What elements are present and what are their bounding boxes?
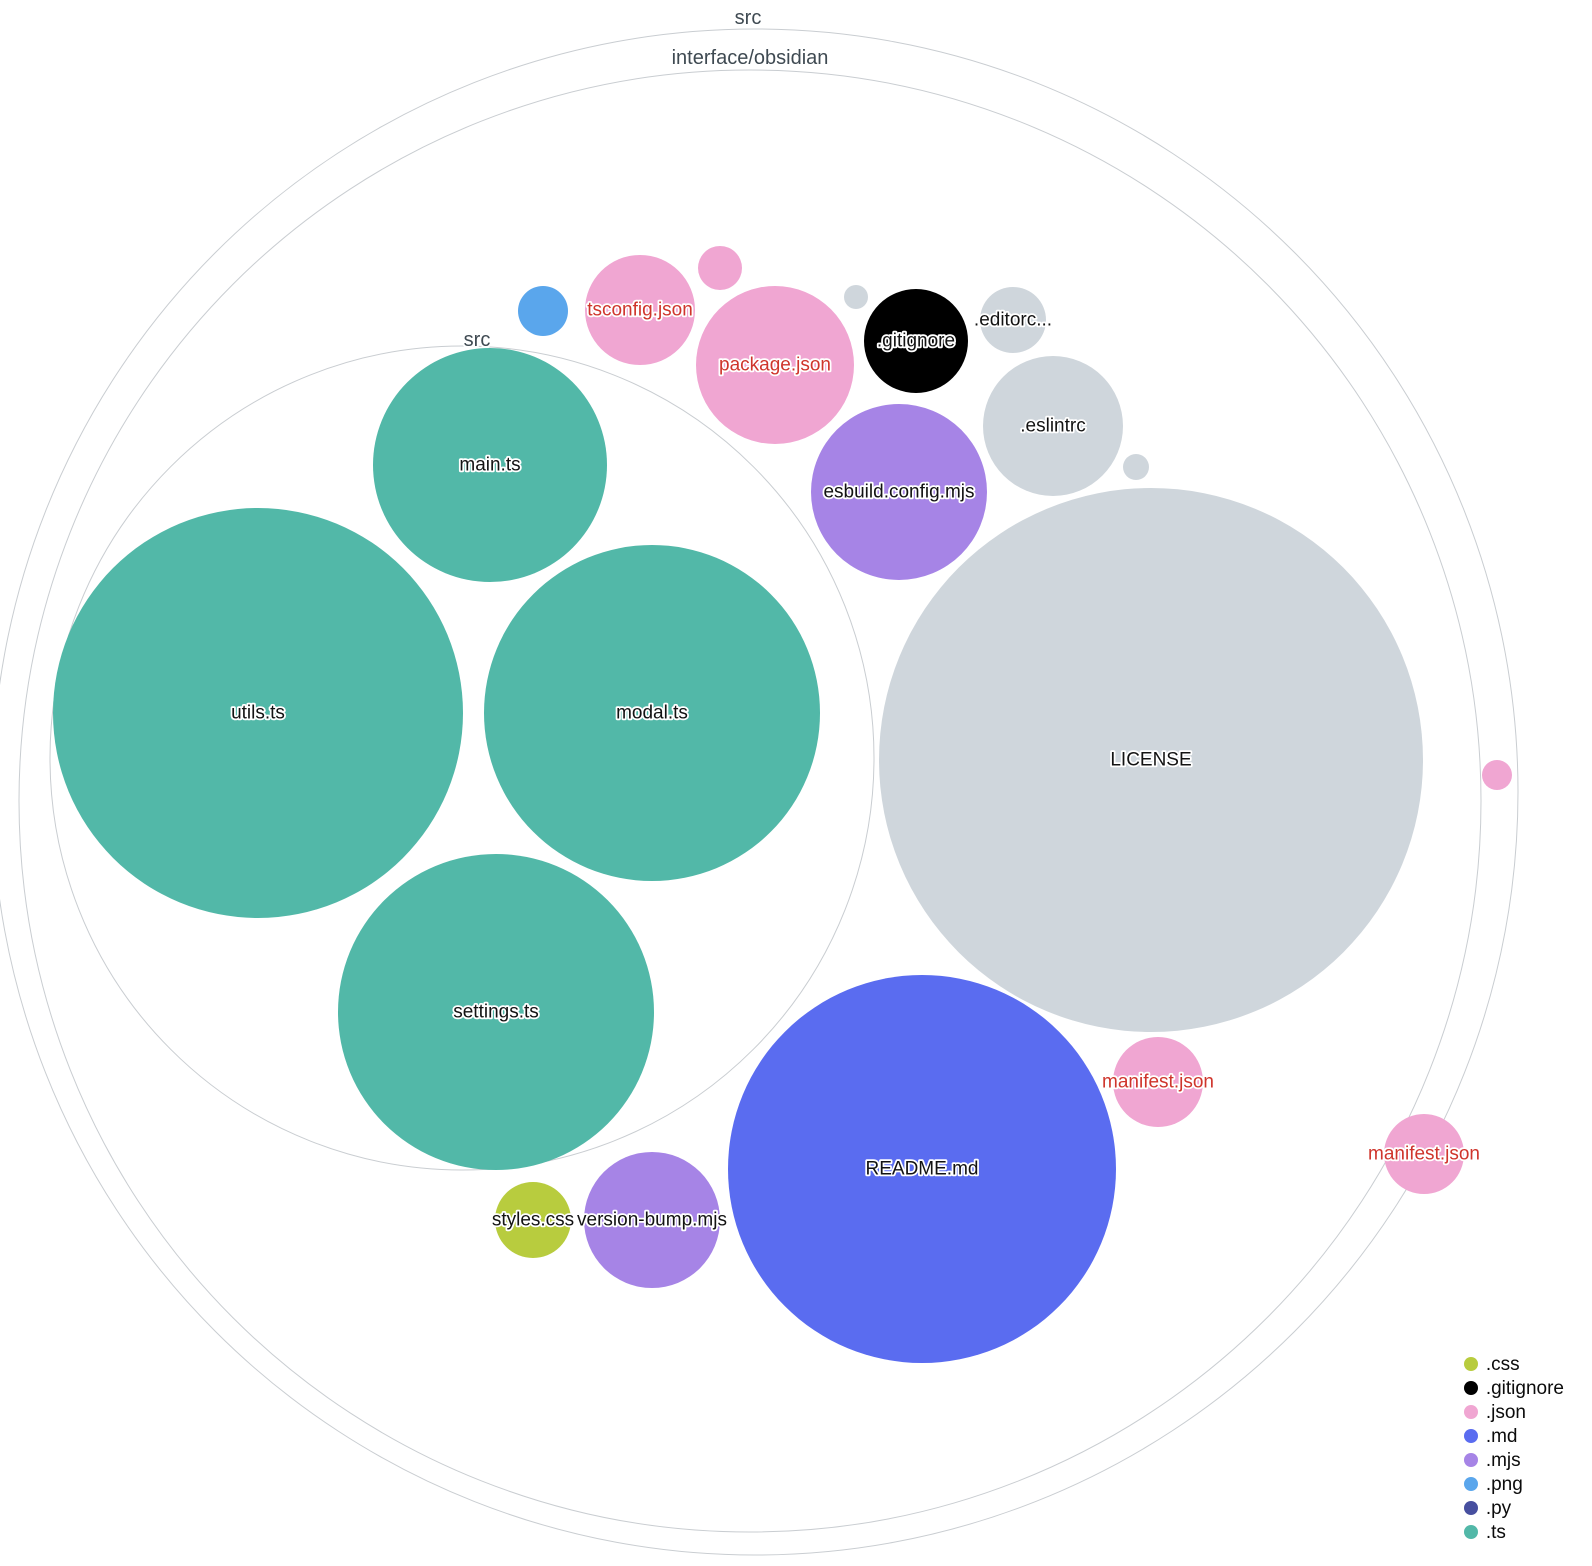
file-circle-readme-md: [728, 975, 1116, 1363]
legend-item-md: .md: [1463, 1424, 1564, 1448]
file-circle-modal-ts: [484, 545, 820, 881]
legend-label-gitignore: .gitignore: [1485, 1377, 1564, 1399]
legend-swatch-md: [1463, 1429, 1478, 1443]
file-circle-package-json: [696, 286, 854, 444]
legend-swatch-py: [1463, 1501, 1478, 1515]
file-circle-styles-css: [495, 1182, 571, 1258]
legend-item-ts: .ts: [1463, 1520, 1564, 1544]
legend-item-png: .png: [1463, 1472, 1564, 1496]
legend-swatch-css: [1463, 1357, 1478, 1371]
file-circle-esbuild-config-mjs: [811, 404, 987, 580]
directory-label-src: src: [735, 7, 762, 29]
file-label-settings-ts: settings.ts: [453, 1002, 539, 1023]
file-circle-manifest-json: [1113, 1037, 1203, 1127]
file-label-editorc: .editorc...: [974, 310, 1052, 331]
legend-item-mjs: .mjs: [1463, 1448, 1564, 1472]
file-circle-unlabeled: [698, 246, 742, 290]
directory-label-interface-obsidian: interface/obsidian: [672, 47, 829, 69]
file-label-utils-ts: utils.ts: [231, 703, 285, 724]
file-circle-utils-ts: [53, 508, 463, 918]
file-label-package-json: package.json: [719, 355, 831, 376]
file-label-main-ts: main.ts: [459, 455, 520, 476]
directory-label-src: src: [464, 329, 491, 351]
legend-swatch-ts: [1463, 1525, 1478, 1539]
legend-item-css: .css: [1463, 1352, 1564, 1376]
file-label-manifest-json: manifest.json: [1368, 1144, 1480, 1165]
file-circle-license: [879, 488, 1423, 1032]
legend-label-json: .json: [1485, 1401, 1526, 1423]
file-label-eslintrc: .eslintrc: [1020, 416, 1085, 437]
file-label-version-bump-mjs: version-bump.mjs: [577, 1210, 727, 1231]
file-label-modal-ts: modal.ts: [616, 703, 688, 724]
file-label-esbuild-config-mjs: esbuild.config.mjs: [823, 482, 974, 503]
file-circle-version-bump-mjs: [584, 1152, 720, 1288]
file-circle-gitignore: [864, 289, 968, 393]
file-label-styles-css: styles.css: [492, 1210, 574, 1231]
legend-label-md: .md: [1485, 1425, 1518, 1447]
legend-label-css: .css: [1485, 1353, 1520, 1375]
file-circle-main-ts: [373, 348, 607, 582]
legend-label-png: .png: [1485, 1473, 1523, 1495]
legend-swatch-png: [1463, 1477, 1478, 1491]
file-label-readme-md: README.md: [866, 1159, 979, 1180]
file-circle-unlabeled: [518, 286, 568, 336]
legend-swatch-mjs: [1463, 1453, 1478, 1467]
file-label-manifest-json: manifest.json: [1102, 1072, 1214, 1093]
legend-item-gitignore: .gitignore: [1463, 1376, 1564, 1400]
file-label-tsconfig-json: tsconfig.json: [587, 300, 693, 321]
file-circle-settings-ts: [338, 854, 654, 1170]
file-circle-unlabeled: [1482, 760, 1512, 790]
legend-swatch-json: [1463, 1405, 1478, 1419]
file-circle-unlabeled: [844, 285, 868, 309]
file-label-gitignore: .gitignore: [877, 331, 955, 352]
file-circle-manifest-json: [1384, 1114, 1464, 1194]
legend-item-json: .json: [1463, 1400, 1564, 1424]
file-type-legend: .css.gitignore.json.md.mjs.png.py.ts: [1463, 1352, 1564, 1544]
legend-label-py: .py: [1485, 1497, 1512, 1519]
file-circle-tsconfig-json: [585, 255, 695, 365]
file-label-license: LICENSE: [1110, 750, 1191, 771]
file-circle-eslintrc: [983, 356, 1123, 496]
legend-label-mjs: .mjs: [1485, 1449, 1521, 1471]
legend-swatch-gitignore: [1463, 1381, 1478, 1395]
file-circle-editorc: [980, 287, 1046, 353]
file-circle-unlabeled: [1123, 454, 1149, 480]
legend-item-py: .py: [1463, 1496, 1564, 1520]
legend-label-ts: .ts: [1485, 1521, 1506, 1543]
